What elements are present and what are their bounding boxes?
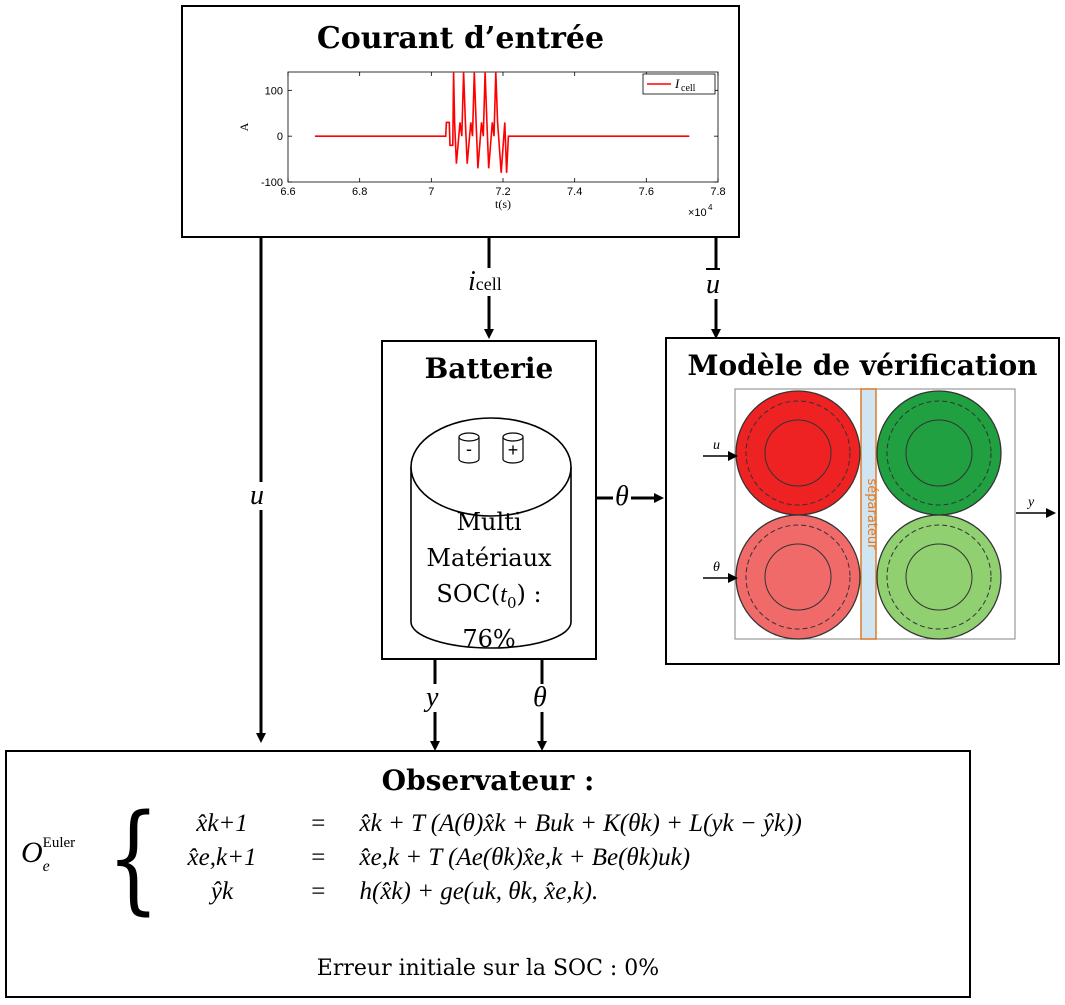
x-tick-label: 7.4 xyxy=(567,186,582,198)
y-tick-label: 0 xyxy=(277,131,283,143)
eq1-lhs: x̂k+1 xyxy=(196,810,248,837)
y-tick-label: -100 xyxy=(261,177,283,189)
eq1-equals: = xyxy=(311,810,326,837)
separator-label: séparateur xyxy=(864,479,879,551)
label-u-bar: u xyxy=(706,268,720,300)
series-line-i-cell xyxy=(314,71,690,173)
verif-y-label: y xyxy=(1026,495,1035,510)
label-theta-down: θ xyxy=(533,682,547,713)
x-tick-label: 6.6 xyxy=(280,186,295,198)
particle-top-right xyxy=(876,390,1002,516)
observer-brace-icon: { xyxy=(107,788,160,926)
observer-title: Observateur : xyxy=(381,764,595,797)
battery-soc-value: 76% xyxy=(462,624,516,653)
label-y-down: y xyxy=(426,682,439,713)
eq2-rhs: x̂e,k + T (Ae(θk)x̂e,k + Be(θk)uk) xyxy=(359,844,691,871)
battery-soc: SOC(t0) : xyxy=(436,580,542,612)
particle-top-left xyxy=(735,390,861,516)
x-axis-label: t(s) xyxy=(495,197,511,211)
x-tick-label: 7.2 xyxy=(495,186,510,198)
battery-text-line1: Multi xyxy=(456,508,522,536)
verif-theta-label: θ xyxy=(713,560,720,575)
x-multiplier: ×10 xyxy=(688,207,707,219)
plus-sign: + xyxy=(508,440,519,460)
battery-text-line2: Matériaux xyxy=(426,544,552,572)
legend-box xyxy=(642,73,716,95)
equation-3: ŷk = h(x̂k) + ge(uk, θk, x̂e,k). xyxy=(167,878,598,906)
x-tick-label: 7 xyxy=(428,186,434,198)
eq1-rhs: x̂k + T (A(θ)x̂k + Buk + K(θk) + L(yk − … xyxy=(359,810,802,837)
x-multiplier-exponent: 4 xyxy=(708,203,713,212)
label-u-left: u xyxy=(250,480,264,511)
battery-box: Batterie - + Multi Matériaux SOC(t0) : 7… xyxy=(381,340,597,660)
eq3-lhs: ŷk xyxy=(210,878,234,905)
verification-diagram: séparateur u θ y xyxy=(703,388,1056,640)
y-axis-label: A xyxy=(237,122,251,131)
particle-bottom-right xyxy=(876,514,1002,640)
battery-cylinder: - + xyxy=(410,417,572,649)
verification-box: Modèle de vérification séparateur xyxy=(665,337,1060,665)
eq2-equals: = xyxy=(311,844,326,871)
label-i-cell: icell xyxy=(468,266,502,297)
legend-label: I xyxy=(674,76,680,91)
eq2-lhs: x̂e,k+1 xyxy=(187,844,257,871)
equation-2: x̂e,k+1 = x̂e,k + T (Ae(θk)x̂e,k + Be(θk… xyxy=(167,844,691,872)
legend-sub: cell xyxy=(681,83,696,94)
observer-footer: Erreur initiale sur la SOC : 0% xyxy=(316,956,660,981)
minus-terminal-icon xyxy=(458,432,480,464)
eq3-rhs: h(x̂k) + ge(uk, θk, x̂e,k). xyxy=(359,878,599,905)
particle-bottom-left xyxy=(735,514,861,640)
plus-terminal-icon xyxy=(502,432,524,464)
y-tick-label: 100 xyxy=(265,85,283,97)
battery-title: Batterie xyxy=(424,352,554,385)
equation-1: x̂k+1 = x̂k + T (A(θ)x̂k + Buk + K(θk) +… xyxy=(167,810,802,838)
x-tick-label: 6.8 xyxy=(352,186,367,198)
input-current-box: Courant d’entrée 6.6 6.8 7 7.2 7.4 7.6 7.8 100 0… xyxy=(181,5,740,238)
input-current-title: Courant d’entrée xyxy=(316,21,605,56)
x-tick-label: 7.6 xyxy=(639,186,654,198)
verification-title: Modèle de vérification xyxy=(687,349,1038,382)
minus-sign: - xyxy=(466,439,472,459)
battery-text: Multi Matériaux SOC(t0) : 76% xyxy=(383,504,595,657)
separator-band xyxy=(860,388,877,640)
label-theta-right: θ xyxy=(613,481,631,512)
eq3-equals: = xyxy=(311,878,326,905)
verif-u-label: u xyxy=(713,438,720,453)
x-tick-label: 7.8 xyxy=(710,186,725,198)
